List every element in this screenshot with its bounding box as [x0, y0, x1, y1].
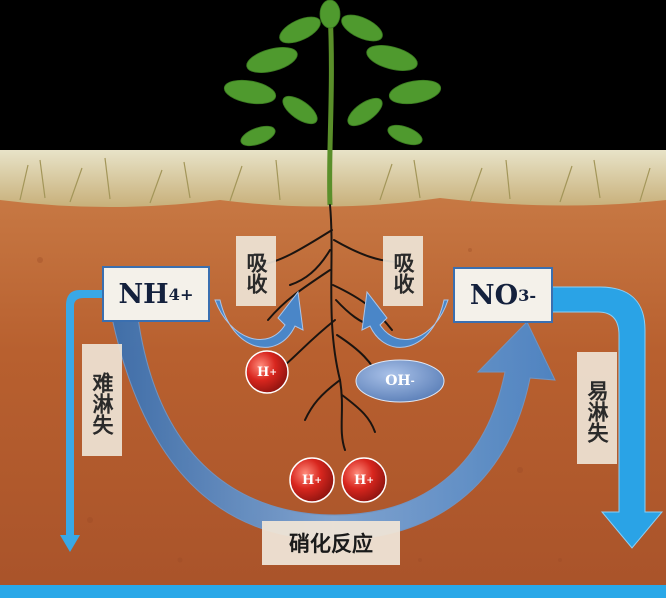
nitrate-sup: - [529, 285, 537, 305]
nitrification-label: 硝化反应 [262, 521, 400, 565]
plant-stem [327, 9, 334, 206]
plant-leaves [223, 0, 442, 147]
ammonium-sup: + [179, 284, 194, 304]
h-ion-pair-1 [289, 457, 335, 503]
hard-leach-arrow [60, 290, 112, 552]
absorb-left-arrow [214, 290, 304, 348]
grass-strip [0, 150, 666, 207]
groundwater [0, 585, 666, 598]
oh-ion [355, 359, 445, 403]
h-ion-single [245, 350, 289, 394]
absorb-right-arrow [361, 290, 449, 348]
absorb-left-label: 吸收 [236, 236, 276, 306]
easy-leach-label: 易淋失 [577, 352, 617, 464]
grass-blades [19, 157, 651, 204]
nitrate-sub: 3 [518, 285, 530, 305]
absorb-right-label: 吸收 [383, 236, 423, 306]
nitrate-base: NO [469, 279, 519, 311]
nitrification-arrow [111, 317, 556, 541]
hard-leach-label: 难淋失 [82, 344, 122, 456]
ammonium-base: NH [118, 278, 169, 310]
ammonium-sub: 4 [168, 284, 180, 304]
easy-leach-arrow [547, 286, 664, 549]
h-ion-pair-2 [341, 457, 387, 503]
